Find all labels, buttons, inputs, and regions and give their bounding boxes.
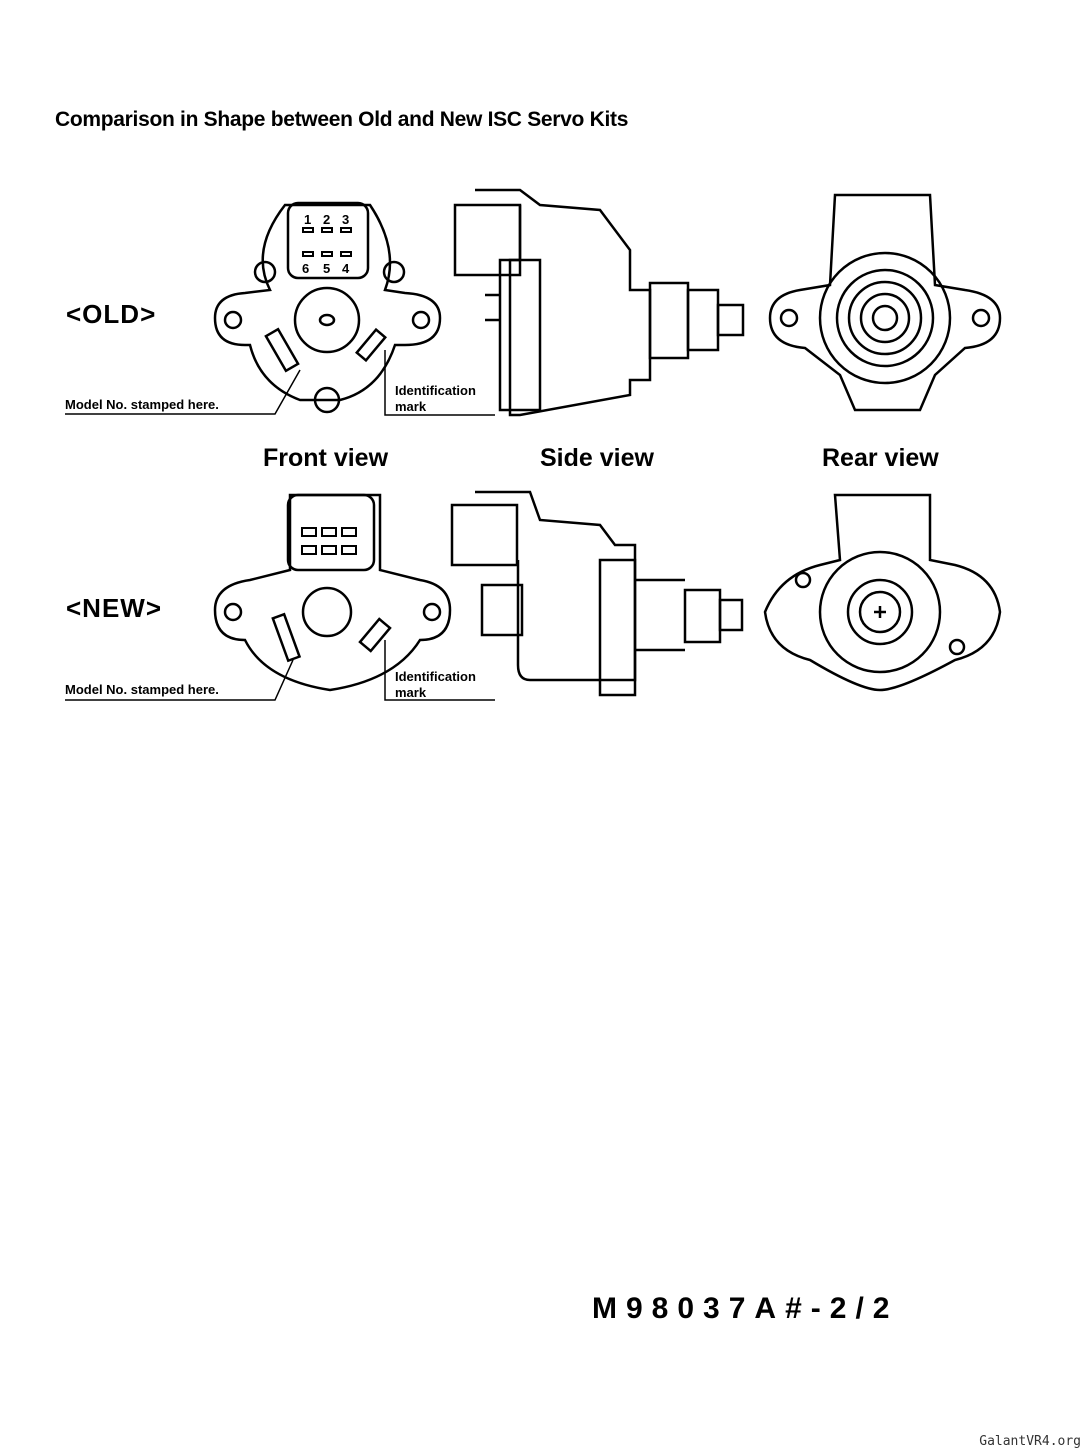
side-view-label: Side view (540, 444, 654, 472)
pin-6: 6 (302, 261, 309, 276)
new-rear-view-drawing (763, 493, 1002, 692)
new-model-note: Model No. stamped here. (65, 682, 219, 697)
old-front-view-drawing: 1 2 3 6 5 4 Model No. stamped here. Iden… (65, 201, 495, 416)
watermark: GalantVR4.org (979, 1434, 1081, 1449)
old-rear-view-drawing (768, 193, 1002, 412)
new-front-view-drawing: Model No. stamped here. Identification m… (65, 493, 495, 701)
old-id-mark-1: Identification (395, 383, 476, 398)
new-id-mark-2: mark (395, 685, 427, 700)
pin-2: 2 (323, 212, 330, 227)
new-id-mark-1: Identification (395, 669, 476, 684)
pin-3: 3 (342, 212, 349, 227)
document-title: Comparison in Shape between Old and New … (55, 108, 629, 131)
pin-5: 5 (323, 261, 330, 276)
new-side-view-drawing (450, 490, 744, 697)
old-model-note: Model No. stamped here. (65, 397, 219, 412)
pin-4: 4 (342, 261, 350, 276)
old-id-mark-2: mark (395, 399, 427, 414)
document-number: M98037A#-2/2 (592, 1292, 899, 1325)
pin-1: 1 (304, 212, 311, 227)
old-label: <OLD> (66, 299, 157, 329)
old-side-view-drawing (453, 188, 745, 417)
front-view-label: Front view (263, 444, 389, 472)
new-label: <NEW> (66, 593, 163, 623)
rear-view-label: Rear view (822, 444, 939, 472)
